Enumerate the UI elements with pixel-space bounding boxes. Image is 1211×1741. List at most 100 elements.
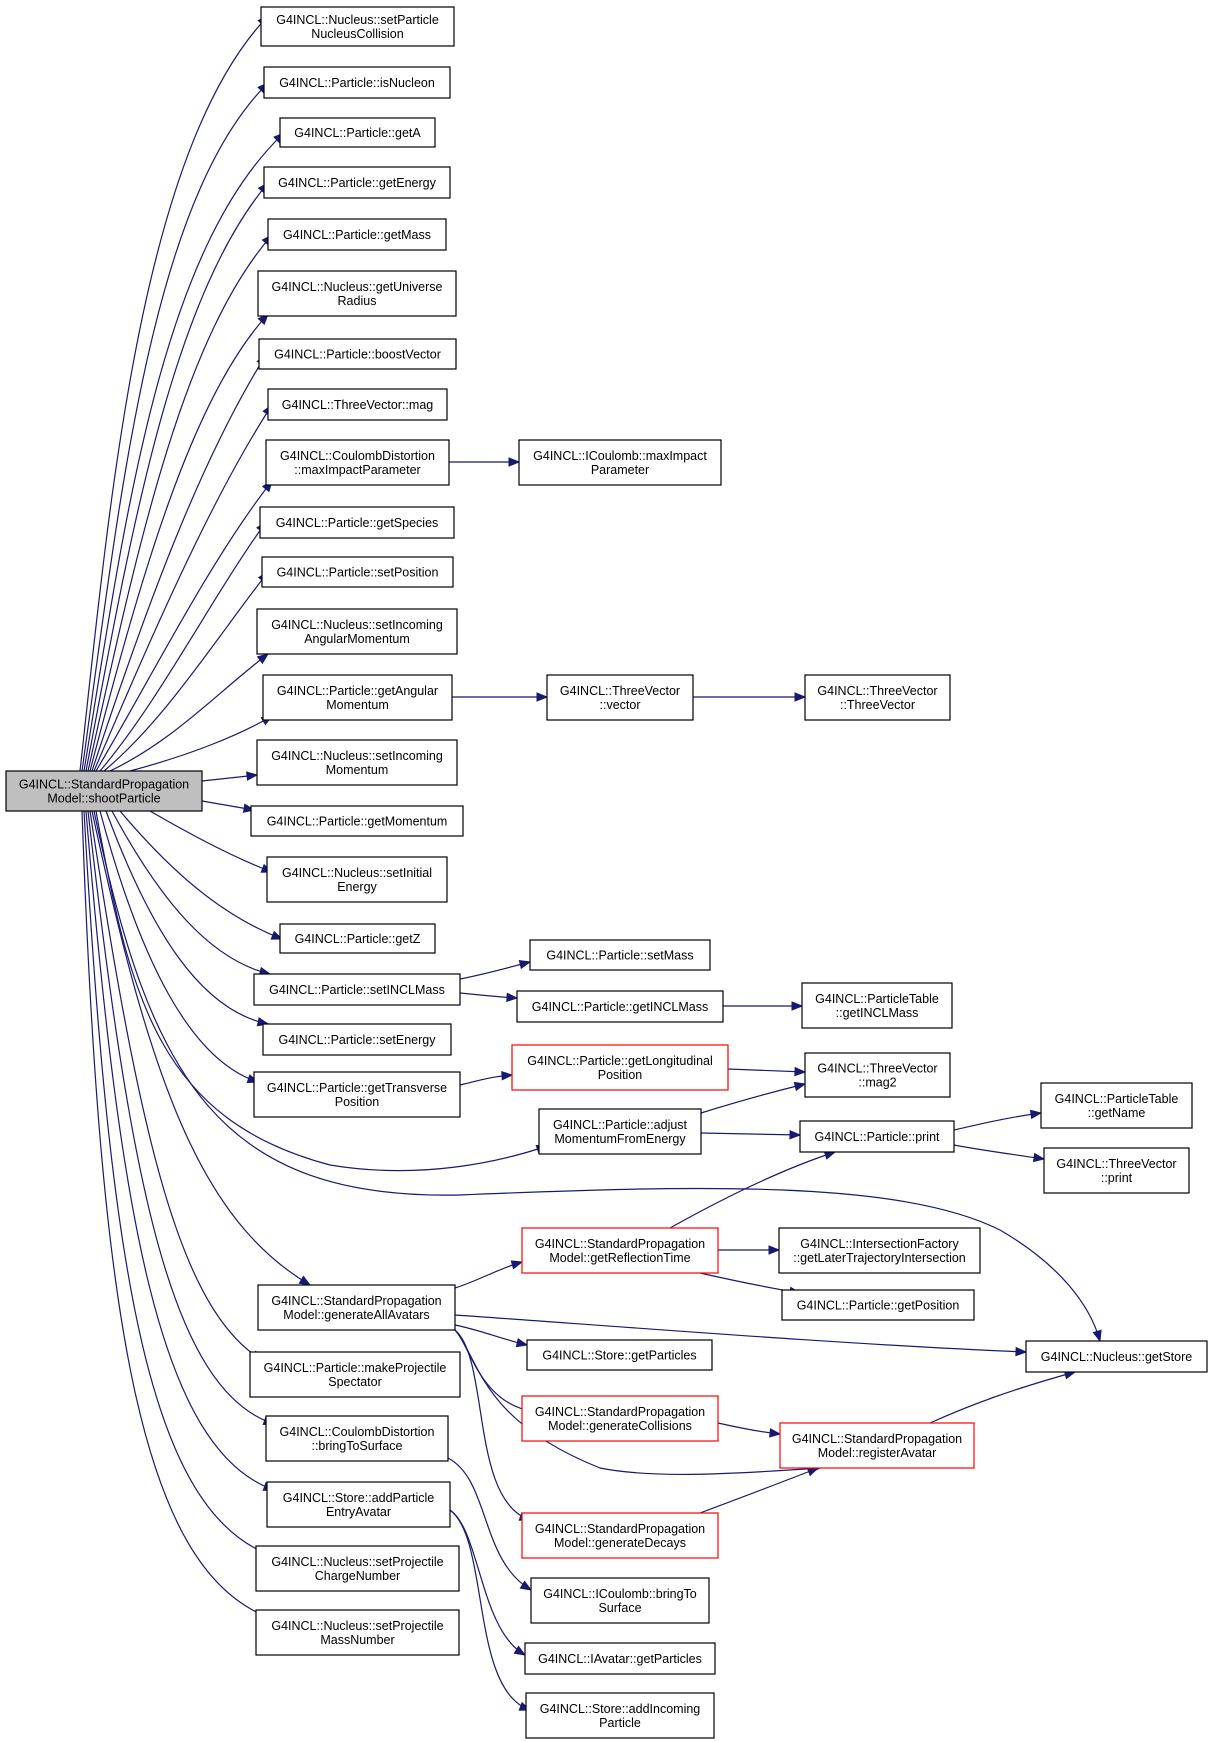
edge-line	[83, 810, 271, 1556]
arrowhead	[506, 992, 519, 1003]
node-box	[518, 439, 722, 486]
node-box	[1025, 1340, 1208, 1373]
node-n2[interactable]: G4INCL::Particle::isNucleon	[263, 66, 451, 99]
node-label: G4INCL::Particle::getPosition	[797, 1299, 960, 1313]
node-n27[interactable]: G4INCL::Particle::getLongitudinalPositio…	[511, 1044, 729, 1091]
node-n25[interactable]: G4INCL::Particle::setEnergy	[262, 1023, 452, 1056]
node-n23[interactable]: G4INCL::Particle::getINCLMass	[516, 990, 724, 1023]
node-box	[265, 439, 450, 486]
node-n3[interactable]: G4INCL::Particle::getA	[279, 117, 436, 148]
edge-line	[89, 810, 263, 1361]
node-label: G4INCL::Nucleus::setIncoming	[271, 749, 443, 763]
node-n35[interactable]: G4INCL::StandardPropagationModel::genera…	[257, 1284, 456, 1331]
edge-n30-n31	[953, 1109, 1043, 1131]
node-n1[interactable]: G4INCL::Nucleus::setParticleNucleusColli…	[260, 6, 455, 47]
edge-line	[99, 521, 267, 772]
node-n45[interactable]: G4INCL::Nucleus::setProjectileChargeNumb…	[255, 1545, 460, 1592]
node-n36[interactable]: G4INCL::Particle::getPosition	[781, 1289, 975, 1321]
node-n18[interactable]: G4INCL::Particle::getMomentum	[250, 805, 464, 837]
nodes-layer: G4INCL::StandardPropagationModel::shootP…	[5, 6, 1208, 1739]
node-n13[interactable]: G4INCL::Nucleus::setIncomingAngularMomen…	[256, 608, 458, 655]
node-n8[interactable]: G4INCL::ThreeVector::mag	[267, 388, 448, 421]
node-n33[interactable]: G4INCL::StandardPropagationModel::getRef…	[521, 1227, 719, 1274]
node-n44[interactable]: G4INCL::StandardPropagationModel::genera…	[521, 1512, 719, 1559]
node-box	[526, 1339, 713, 1371]
node-n29[interactable]: G4INCL::Particle::adjustMomentumFromEner…	[538, 1108, 702, 1155]
node-label: G4INCL::CoulombDistortion	[280, 1425, 435, 1439]
node-n16[interactable]: G4INCL::ThreeVector::ThreeVector	[804, 674, 951, 721]
node-n7[interactable]: G4INCL::Particle::boostVector	[258, 338, 457, 370]
node-n5[interactable]: G4INCL::Particle::getMass	[267, 218, 447, 251]
edge-line	[953, 1144, 1045, 1160]
node-label: Position	[335, 1095, 380, 1109]
node-n41[interactable]: G4INCL::StandardPropagationModel::regist…	[779, 1422, 975, 1469]
edge-n0-n18	[201, 800, 256, 813]
node-n4[interactable]: G4INCL::Particle::getEnergy	[263, 166, 451, 199]
node-n9[interactable]: G4INCL::CoulombDistortion::maxImpactPara…	[265, 439, 450, 486]
node-n34[interactable]: G4INCL::IntersectionFactory::getLaterTra…	[778, 1227, 981, 1274]
node-n38[interactable]: G4INCL::Nucleus::getStore	[1025, 1340, 1208, 1373]
arrowhead	[513, 1645, 527, 1656]
edge-line	[85, 182, 269, 772]
edge-line	[99, 810, 259, 1083]
node-label: ::vector	[600, 698, 641, 712]
edge-line	[111, 810, 271, 975]
edge-n0-n6	[89, 312, 269, 772]
node-label: Model::getReflectionTime	[549, 1251, 690, 1265]
node-n12[interactable]: G4INCL::Particle::setPosition	[261, 556, 454, 588]
node-n28[interactable]: G4INCL::ThreeVector::mag2	[804, 1052, 951, 1098]
node-n42[interactable]: G4INCL::CoulombDistortion::bringToSurfac…	[265, 1415, 449, 1462]
node-box	[779, 1422, 975, 1469]
node-n39[interactable]: G4INCL::Particle::makeProjectileSpectato…	[249, 1351, 461, 1398]
node-label: Energy	[337, 880, 377, 894]
node-box	[265, 1415, 449, 1462]
node-label: AngularMomentum	[304, 632, 410, 646]
edge-line	[449, 1509, 531, 1711]
edge-line	[95, 480, 273, 772]
node-n15[interactable]: G4INCL::ThreeVector::vector	[546, 674, 694, 721]
node-n47[interactable]: G4INCL::IAvatar::getParticles	[524, 1642, 716, 1675]
edge-n0-n38	[93, 810, 1102, 1343]
node-box	[255, 1609, 460, 1656]
node-label: G4INCL::CoulombDistortion	[280, 449, 435, 463]
node-n24[interactable]: G4INCL::ParticleTable::getINCLMass	[801, 982, 953, 1029]
node-label: G4INCL::ThreeVector	[560, 684, 680, 698]
node-box	[799, 1120, 955, 1153]
node-n32[interactable]: G4INCL::ThreeVector::print	[1043, 1147, 1190, 1194]
node-box	[778, 1227, 981, 1274]
arrowhead	[510, 1260, 524, 1270]
node-n20[interactable]: G4INCL::Particle::getZ	[279, 923, 436, 954]
node-n31[interactable]: G4INCL::ParticleTable::getName	[1040, 1082, 1193, 1129]
node-label: Model::registerAvatar	[818, 1446, 937, 1460]
edge-line	[91, 354, 267, 772]
node-n21[interactable]: G4INCL::Particle::setINCLMass	[253, 973, 461, 1006]
node-n10[interactable]: G4INCL::ICoulomb::maxImpactParameter	[518, 439, 722, 486]
edge-n35-n33	[454, 1260, 524, 1289]
edge-line	[93, 404, 273, 772]
node-box	[259, 506, 455, 539]
node-n22[interactable]: G4INCL::Particle::setMass	[529, 939, 711, 971]
edge-line	[105, 810, 269, 1025]
node-n11[interactable]: G4INCL::Particle::getSpecies	[259, 506, 455, 539]
node-label: G4INCL::ThreeVector	[817, 1062, 937, 1076]
node-n37[interactable]: G4INCL::Store::getParticles	[526, 1339, 713, 1371]
node-label: G4INCL::Store::addIncoming	[540, 1702, 701, 1716]
arrowhead	[1092, 1329, 1102, 1343]
node-label: G4INCL::Store::addParticle	[283, 1491, 435, 1505]
node-label: Model::generateDecays	[554, 1536, 686, 1550]
node-n46[interactable]: G4INCL::ICoulomb::bringToSurface	[530, 1577, 710, 1624]
node-label: G4INCL::Particle::getMomentum	[267, 815, 448, 829]
node-n30[interactable]: G4INCL::Particle::print	[799, 1120, 955, 1153]
node-n40[interactable]: G4INCL::StandardPropagationModel::genera…	[521, 1395, 719, 1442]
node-n0[interactable]: G4INCL::StandardPropagationModel::shootP…	[5, 770, 203, 812]
edge-n21-n22	[459, 959, 532, 980]
node-label: G4INCL::Particle::isNucleon	[279, 76, 435, 90]
